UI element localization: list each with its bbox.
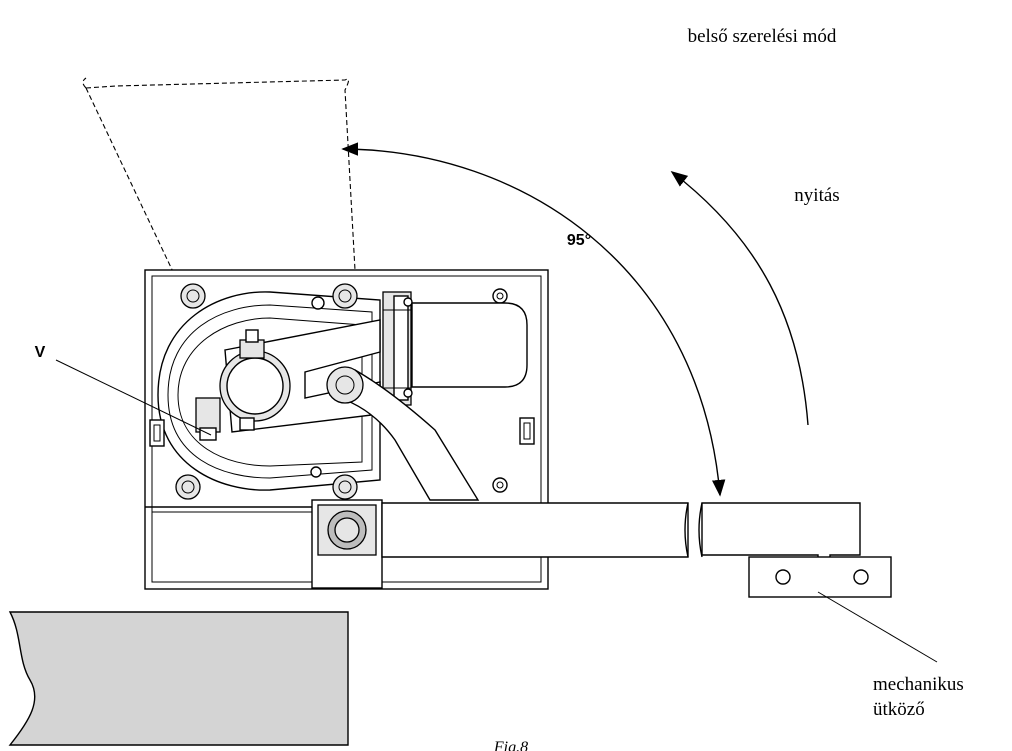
mechanical-stop-label-2: ütköző <box>873 699 925 720</box>
bolt-mid-small <box>310 296 325 478</box>
bolt-bottom-left <box>175 474 201 500</box>
v-leader-line <box>55 359 212 436</box>
bolt-bottom-mid <box>332 474 358 500</box>
bolt-right-top <box>492 288 508 304</box>
bolt-top-left <box>180 283 206 309</box>
bolt-top-mid <box>332 283 358 309</box>
opening-label: nyitás <box>794 185 839 206</box>
mechanical-stop-label-1: mechanikus <box>873 674 964 695</box>
bolt-right-bottom <box>492 477 508 493</box>
mounting-mode-title: belső szerelési mód <box>688 26 837 47</box>
angle-arc <box>341 142 726 497</box>
wall-pillar <box>8 611 349 746</box>
point-v-label: V <box>35 344 46 361</box>
figure-caption: Fig.8 <box>493 739 528 751</box>
arm-pivot-block <box>311 499 383 589</box>
gate-arm-closed-position <box>381 502 861 567</box>
main-shaft <box>195 329 291 441</box>
angle-label: 95° <box>567 232 591 249</box>
stop-leader-line <box>817 591 938 663</box>
opening-arrow <box>670 170 809 426</box>
mechanical-stop <box>748 556 892 598</box>
